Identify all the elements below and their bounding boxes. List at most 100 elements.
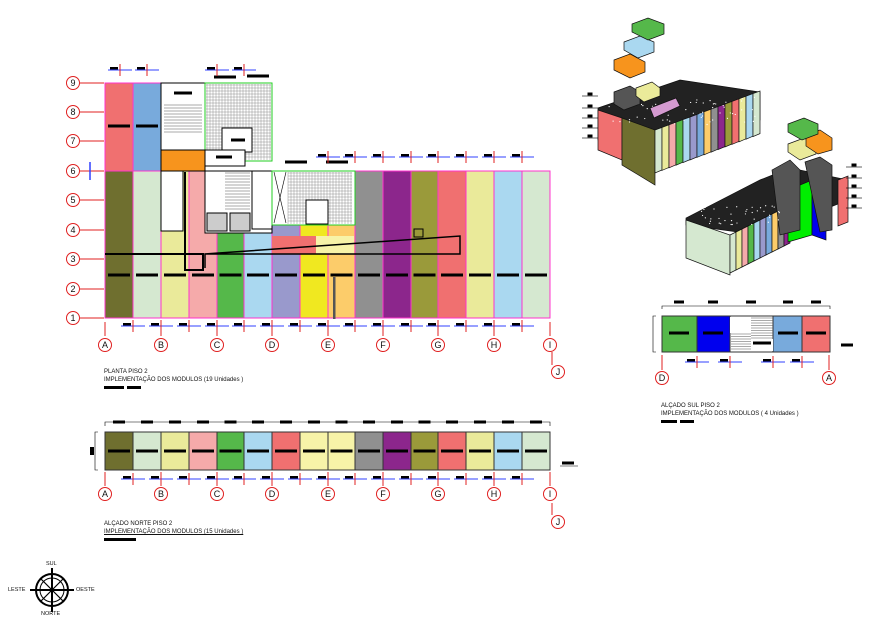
label-bar [530, 421, 542, 424]
roof-speck [702, 205, 703, 206]
label-bar [419, 421, 431, 424]
roof-speck [757, 210, 758, 211]
roof-speck [744, 121, 745, 122]
facade-module [622, 118, 655, 185]
label-bar [280, 421, 292, 424]
label-bar [852, 164, 857, 167]
dimension-text [512, 476, 520, 479]
label-bar [113, 421, 125, 424]
dimension-text [207, 476, 215, 479]
north-elevation-title: ALÇADO NORTE PISO 2 [104, 520, 243, 528]
roof-speck [730, 213, 731, 214]
label-bar [811, 301, 821, 304]
label-bar [197, 421, 209, 424]
module-label [469, 450, 491, 453]
label-bar [669, 332, 689, 335]
label-bar [852, 195, 857, 198]
label-bar [308, 421, 320, 424]
label-bar [247, 75, 269, 78]
plan-axis-label-E: E [321, 338, 335, 352]
roof-speck [753, 121, 754, 122]
dimension-text [484, 476, 492, 479]
plan-subtitle: IMPLEMENTAÇÃO DOS MODULOS (19 Unidades ) [104, 376, 243, 384]
dimension-text [763, 359, 771, 362]
dimension-text [151, 476, 159, 479]
roof-speck [706, 124, 707, 125]
dimension-text [290, 476, 298, 479]
label-bar [674, 301, 684, 304]
dimension-text [345, 154, 353, 157]
module-label [247, 274, 269, 277]
plan-axis-label-F: F [376, 338, 390, 352]
roof-speck [719, 223, 720, 224]
roof-speck [613, 121, 614, 122]
label-bar [225, 421, 237, 424]
facade-module [655, 127, 662, 173]
roof-speck [629, 121, 630, 122]
module-label [247, 450, 269, 453]
roof-speck [700, 113, 701, 114]
roof-speck [768, 222, 769, 223]
roof-speck [703, 102, 704, 103]
facade-module [730, 232, 736, 273]
dimension-text [428, 154, 436, 157]
roof-speck [735, 114, 736, 115]
module-label [525, 450, 547, 453]
facade-module [742, 226, 748, 267]
plan-module [105, 171, 133, 318]
north-axis-label-E: E [321, 487, 335, 501]
label-bar [231, 139, 245, 142]
roof-speck [765, 205, 766, 206]
label-bar [169, 421, 181, 424]
label-bar [588, 105, 593, 108]
label-bar [778, 332, 798, 335]
label-bar [841, 344, 853, 347]
roof-speck [619, 121, 620, 122]
dimension-line [662, 306, 830, 309]
window [751, 339, 773, 351]
module-label [331, 450, 353, 453]
roof-speck [667, 119, 668, 120]
plan-axis-label-G: G [431, 338, 445, 352]
facade-module [736, 229, 742, 270]
roof-speck [637, 117, 638, 118]
plan-axis-label-C: C [210, 338, 224, 352]
roof-speck [754, 97, 755, 98]
roof-speck [742, 98, 743, 99]
module-label [275, 274, 297, 277]
roof-speck [723, 105, 724, 106]
module-label [192, 450, 214, 453]
dimension-text [512, 323, 520, 326]
north-axis-label-B: B [154, 487, 168, 501]
roof-speck [701, 117, 702, 118]
module-label [303, 450, 325, 453]
corridor-module [272, 236, 316, 254]
module-label [220, 450, 242, 453]
north-elevation-caption: ALÇADO NORTE PISO 2 IMPLEMENTAÇÃO DOS MO… [104, 520, 243, 544]
plan-module [522, 171, 550, 318]
dimension-text [484, 323, 492, 326]
floating-module [632, 18, 664, 40]
plan-axis-label-J: J [551, 365, 565, 379]
roof-speck [724, 220, 725, 221]
dimension-text [110, 67, 118, 70]
plan-axis-label-B: B [154, 338, 168, 352]
dimension-text [484, 154, 492, 157]
roof-speck [712, 119, 713, 120]
dimension-text [207, 67, 215, 70]
facade-module [704, 109, 711, 155]
module-label [386, 274, 408, 277]
plan-axis-label-I: I [543, 338, 557, 352]
label-bar [141, 421, 153, 424]
corridor-wall [161, 171, 183, 231]
label-bar [852, 175, 857, 178]
module-label [358, 450, 380, 453]
facade-module [718, 104, 725, 150]
module-label [108, 450, 130, 453]
roof-speck [725, 102, 726, 103]
dimension-text [262, 323, 270, 326]
facade-module [732, 99, 739, 145]
compass-east-label: LESTE [8, 587, 25, 593]
roof-speck [705, 207, 706, 208]
dimension-text [456, 476, 464, 479]
